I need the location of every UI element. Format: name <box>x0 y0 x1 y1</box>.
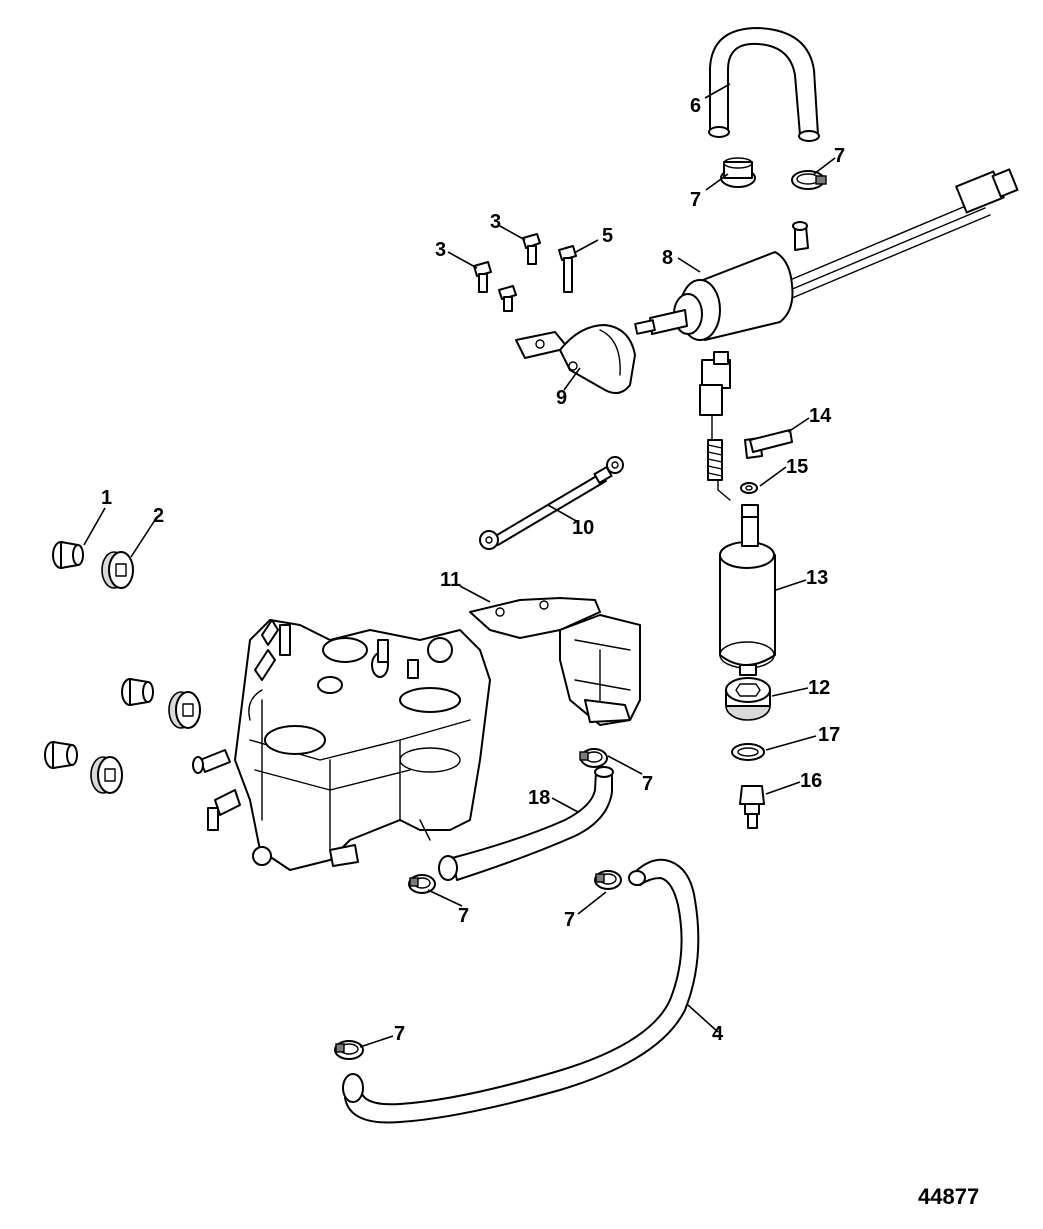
part-7-clamp-a <box>720 157 756 188</box>
part-7-clamp-b <box>791 170 827 190</box>
callout-14: 14 <box>809 405 832 427</box>
part-5-screw <box>558 245 577 293</box>
part-7-clamp-d <box>408 874 436 894</box>
part-10-ground-strap <box>479 456 624 550</box>
callout-7: 7 <box>394 1023 405 1045</box>
part-7-clamp-e <box>594 870 622 890</box>
callout-3: 3 <box>435 239 446 261</box>
part-15-washer <box>740 482 758 494</box>
part-1-cap <box>52 541 84 569</box>
callout-4: 4 <box>712 1023 724 1045</box>
callout-7: 7 <box>564 909 575 931</box>
callout-labels: 6 7 7 8 3 3 5 9 14 15 1 2 10 11 13 12 17… <box>101 95 845 1045</box>
leader-lines <box>83 83 836 1048</box>
callout-15: 15 <box>786 456 808 478</box>
callout-7: 7 <box>458 905 469 927</box>
callout-5: 5 <box>602 225 613 247</box>
callout-7: 7 <box>690 189 701 211</box>
part-7-clamp-c <box>579 748 608 768</box>
callout-3: 3 <box>490 211 501 233</box>
callout-8: 8 <box>662 247 673 269</box>
part-12-cap <box>725 677 771 721</box>
callout-18: 18 <box>528 787 550 809</box>
callout-13: 13 <box>806 567 828 589</box>
part-8-connector <box>955 168 1019 214</box>
part-3-screw-a <box>522 233 541 265</box>
callout-16: 16 <box>800 770 822 792</box>
fuel-module-assembly <box>192 619 491 871</box>
callout-9: 9 <box>556 387 567 409</box>
callout-1: 1 <box>101 487 112 509</box>
callout-17: 17 <box>818 724 840 746</box>
part-17-o-ring <box>731 743 765 761</box>
part-1-cap-2 <box>121 678 154 706</box>
part-16-fitting <box>739 785 765 829</box>
callout-6: 6 <box>690 95 701 117</box>
part-2-grommet <box>101 551 134 589</box>
part-7-clamp-f <box>334 1040 364 1060</box>
part-6-u-hose <box>708 27 820 142</box>
part-2-grommet-3 <box>90 756 123 794</box>
part-9-bracket <box>515 324 636 395</box>
part-8-fuel-pump <box>634 168 1019 341</box>
part-3-screw-b <box>473 261 492 293</box>
callout-10: 10 <box>572 517 594 539</box>
part-18-short-hose <box>438 766 614 881</box>
part-4-long-hose <box>342 858 700 1124</box>
callout-11: 11 <box>440 569 461 591</box>
callout-7: 7 <box>642 773 653 795</box>
part-11-mounting-bracket <box>469 597 641 726</box>
callout-7: 7 <box>834 145 845 167</box>
part-14-fitting <box>744 429 793 459</box>
part-3-screw-c <box>498 285 517 312</box>
part-13-electric-pump <box>699 351 776 676</box>
part-1-cap-3 <box>44 741 78 769</box>
callout-12: 12 <box>808 677 830 699</box>
part-13-connector <box>699 351 731 416</box>
callout-2: 2 <box>153 505 164 527</box>
part-2-grommet-2 <box>168 691 201 729</box>
figure-number: 44877 <box>918 1184 979 1209</box>
